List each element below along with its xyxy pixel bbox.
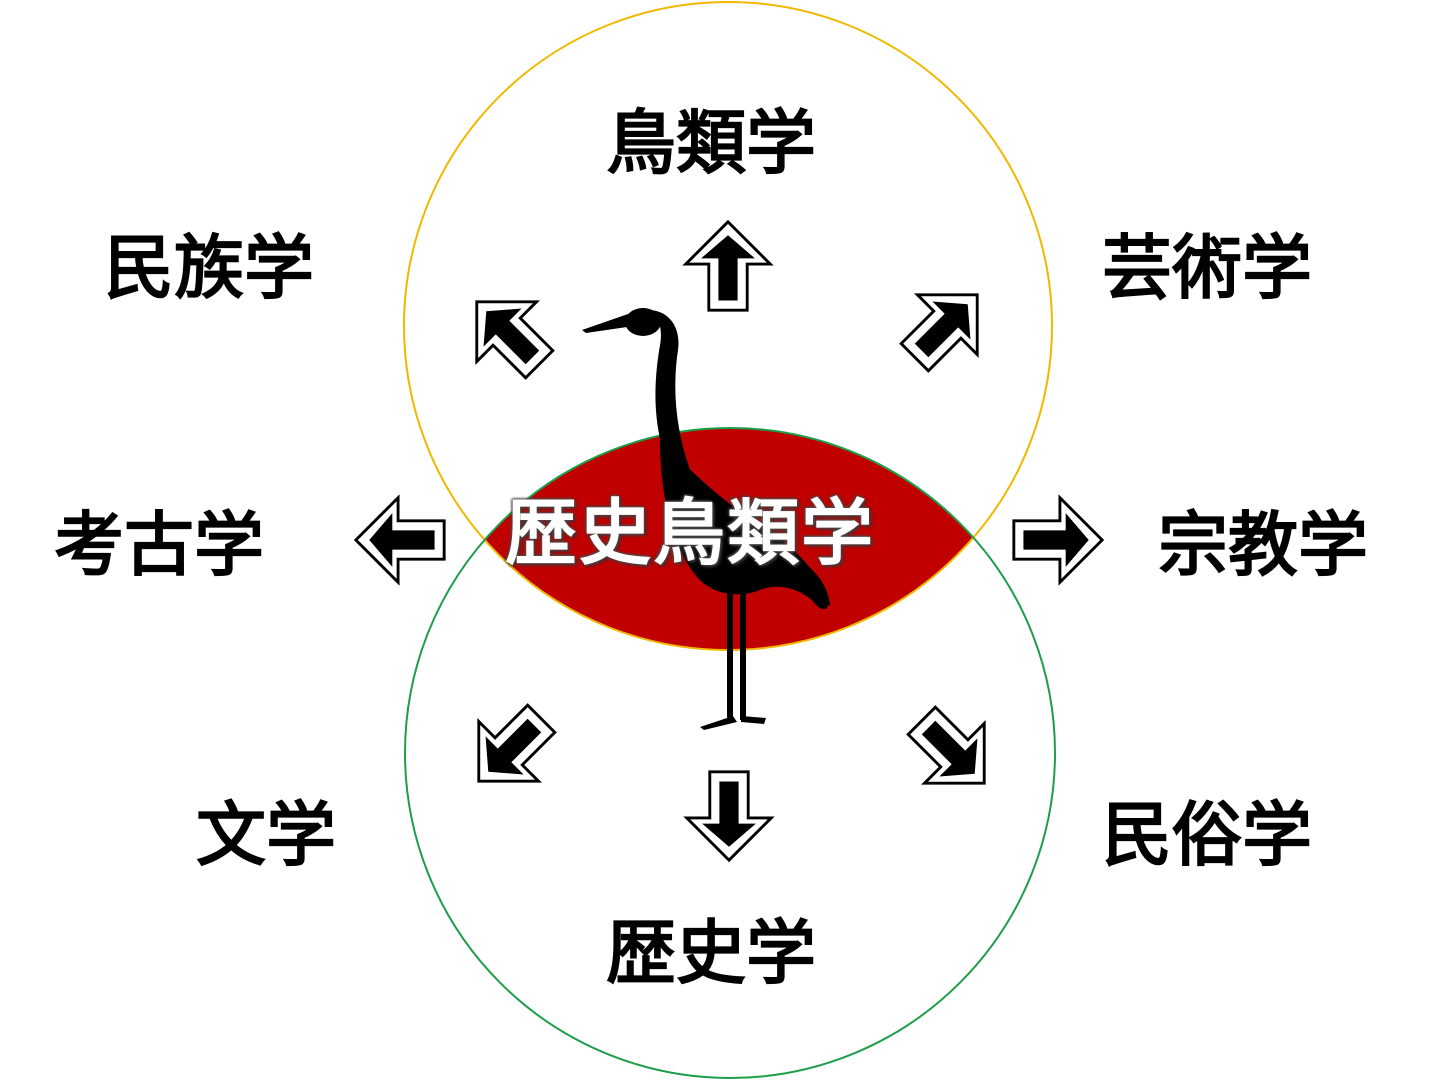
field-label-left: 考古学	[54, 504, 264, 586]
field-label-top-left: 民族学	[104, 227, 314, 309]
bottom-circle	[404, 427, 1056, 1079]
field-label-top-right: 芸術学	[1102, 227, 1312, 309]
arrow-down-left-icon	[447, 687, 573, 813]
crane-silhouette-icon	[582, 308, 830, 730]
arrow-up-icon	[684, 220, 772, 312]
arrow-up-left-icon	[445, 270, 571, 396]
field-label-bottom: 歴史学	[606, 912, 816, 994]
field-label-bottom-left: 文学	[196, 794, 336, 876]
arrow-down-icon	[685, 770, 773, 862]
overlap-lens	[405, 428, 1052, 650]
field-label-right: 宗教学	[1158, 504, 1368, 586]
arrow-up-right-icon	[883, 263, 1009, 389]
field-label-top: 鳥類学	[606, 102, 816, 184]
arrow-right-icon	[1012, 496, 1104, 584]
arrow-left-icon	[354, 496, 446, 584]
field-label-bottom-right: 民俗学	[1102, 794, 1312, 876]
center-label: 歴史鳥類学	[505, 490, 876, 575]
arrow-down-right-icon	[890, 689, 1016, 815]
